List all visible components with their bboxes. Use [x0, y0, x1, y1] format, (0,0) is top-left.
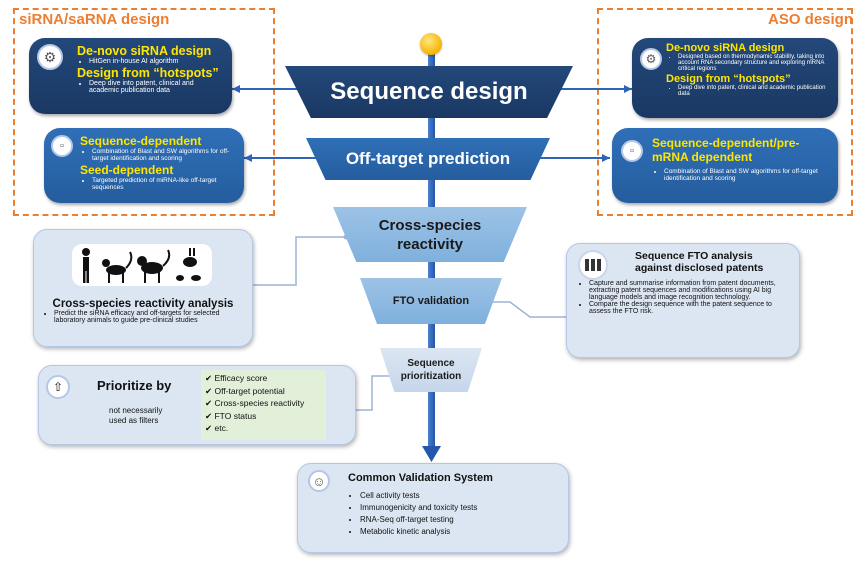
prioritization-label-2: prioritization — [400, 371, 462, 382]
fto-analysis-box: Sequence FTO analysis against disclosed … — [566, 243, 800, 358]
right-design-heading-1: De-novo siRNA design — [666, 42, 785, 54]
up-arrow-icon: ⇧ — [46, 375, 70, 399]
prioritize-criterion-label: Cross-species reactivity — [214, 398, 305, 408]
prioritize-criterion: ✔ FTO status — [205, 410, 322, 423]
prioritize-criterion-label: FTO status — [214, 410, 257, 421]
validation-box: Common Validation System Cell activity t… — [297, 463, 569, 553]
smiley-icon: ☺ — [308, 470, 330, 492]
left-offtarget-bullet-1: Combination of Blast and SW algorithms f… — [92, 148, 236, 162]
prioritize-criterion-label: etc. — [214, 423, 229, 433]
design-brain-icon: ⚙ — [37, 44, 63, 70]
checkmark-icon: ✔ — [205, 410, 215, 421]
prioritize-criterion-label: Off-target potential — [214, 385, 285, 396]
prioritize-criterion: ✔ etc. — [205, 422, 322, 435]
right-section-outline — [597, 8, 853, 216]
prioritize-note-2: used as filters — [109, 416, 159, 425]
prioritize-criteria-list: ✔ Efficacy score✔ Off-target potential✔ … — [201, 370, 326, 440]
design-brain-icon-right: ⚙ — [640, 48, 662, 70]
fto-label: FTO validation — [392, 295, 470, 307]
right-design-bullet-1: Designed based on thermodynamic stabilit… — [678, 54, 832, 72]
document-icon-right: ▫ — [621, 140, 643, 162]
left-offtarget-heading-2: Seed-dependent — [80, 163, 174, 177]
left-offtarget-heading-1: Sequence-dependent — [80, 134, 202, 148]
animal-silhouettes — [72, 244, 212, 286]
validation-test-item: Cell activity tests — [360, 490, 558, 502]
cross-species-bullet-1: Predict the siRNA efficacy and off-targe… — [54, 310, 244, 324]
prioritization-label-1: Sequence — [407, 358, 455, 369]
right-offtarget-bullet-1: Combination of Blast and SW algorithms f… — [664, 168, 830, 182]
checkmark-icon: ✔ — [205, 373, 215, 383]
left-design-bullet-1: HitGen in-house AI algorithm — [89, 58, 224, 65]
prioritize-box: Prioritize by not necessarily used as fi… — [38, 365, 356, 445]
fto-title-2: against disclosed patents — [635, 262, 764, 274]
right-offtarget-heading-1: Sequence-dependent/pre- — [652, 136, 800, 150]
prioritize-note-1: not necessarily — [109, 406, 163, 415]
checkmark-icon: ✔ — [205, 398, 215, 408]
off-target-stage: Off-target prediction — [306, 138, 550, 180]
left-offtarget-box: Sequence-dependent Combination of Blast … — [44, 128, 244, 203]
cross-species-label-2: reactivity — [397, 235, 463, 253]
right-design-heading-2: Design from “hotspots” — [666, 73, 791, 85]
left-section-title: siRNA/saRNA design — [19, 11, 170, 28]
cross-species-label-1: Cross-species — [378, 216, 482, 234]
validation-test-item: RNA-Seq off-target testing — [360, 514, 558, 526]
right-design-bullet-2: Deep dive into patent, clinical and acad… — [678, 85, 832, 97]
right-section-title: ASO design — [768, 11, 854, 28]
sequence-design-stage: Sequence design — [285, 66, 573, 118]
cross-species-box: Cross-species reactivity analysis Predic… — [33, 229, 253, 347]
checkmark-icon: ✔ — [205, 385, 215, 396]
checkmark-icon: ✔ — [205, 423, 215, 433]
left-design-box: De-novo siRNA design HitGen in-house AI … — [29, 38, 232, 114]
animals-icon — [82, 248, 201, 283]
left-offtarget-bullet-2: Targeted prediction of miRNA-like off-ta… — [92, 177, 236, 191]
fto-stage: FTO validation — [360, 278, 502, 324]
cross-species-stage: Cross-species reactivity — [333, 207, 527, 262]
left-design-bullet-2: Deep dive into patent, clinical and acad… — [89, 80, 224, 94]
prioritization-stage: Sequence prioritization — [380, 348, 482, 392]
start-marker — [420, 33, 442, 55]
left-section-outline — [13, 8, 275, 216]
cross-species-title: Cross-species reactivity analysis — [52, 298, 234, 310]
prioritize-criterion: ✔ Off-target potential — [205, 385, 322, 398]
validation-title: Common Validation System — [348, 472, 493, 484]
document-icon: ▫ — [51, 135, 73, 157]
right-offtarget-box: Sequence-dependent/pre- mRNA dependent C… — [612, 128, 838, 203]
prioritize-title: Prioritize by — [97, 378, 172, 393]
fto-bullet-2: Compare the design sequence with the pat… — [589, 301, 791, 315]
prioritize-criterion-label: Efficacy score — [214, 373, 268, 383]
binder-icon — [578, 250, 608, 280]
validation-test-item: Metabolic kinetic analysis — [360, 526, 558, 538]
fto-bullet-1: Capture and summarise information from p… — [589, 280, 791, 301]
off-target-label: Off-target prediction — [345, 149, 511, 168]
left-design-heading-2: Design from “hotspots” — [77, 66, 219, 80]
sequence-design-label: Sequence design — [330, 78, 528, 105]
right-offtarget-heading-2: mRNA dependent — [652, 150, 753, 164]
fto-title-1: Sequence FTO analysis — [635, 250, 753, 262]
prioritize-criterion: ✔ Cross-species reactivity — [205, 397, 322, 410]
validation-test-item: Immunogenicity and toxicity tests — [360, 502, 558, 514]
left-design-heading-1: De-novo siRNA design — [77, 44, 212, 58]
prioritize-criterion: ✔ Efficacy score — [205, 372, 322, 385]
right-design-box: De-novo siRNA design Designed based on t… — [632, 38, 838, 118]
